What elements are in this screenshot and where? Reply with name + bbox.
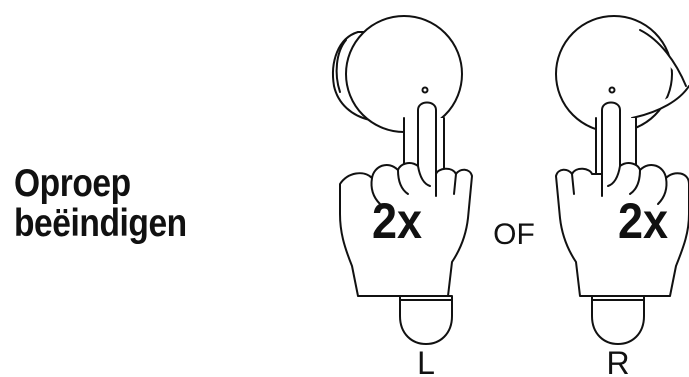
left-hand-icon <box>339 101 473 297</box>
instruction-title: Oproep beëindigen <box>14 164 229 244</box>
left-tap-count: 2x <box>372 194 423 250</box>
or-separator: OF <box>493 218 535 251</box>
title-line-1: Oproep <box>14 162 131 205</box>
title-line-2: beëindigen <box>14 202 187 245</box>
right-tap-count: 2x <box>618 194 669 250</box>
right-side-label: R <box>606 345 629 377</box>
left-side-label: L <box>417 345 435 377</box>
